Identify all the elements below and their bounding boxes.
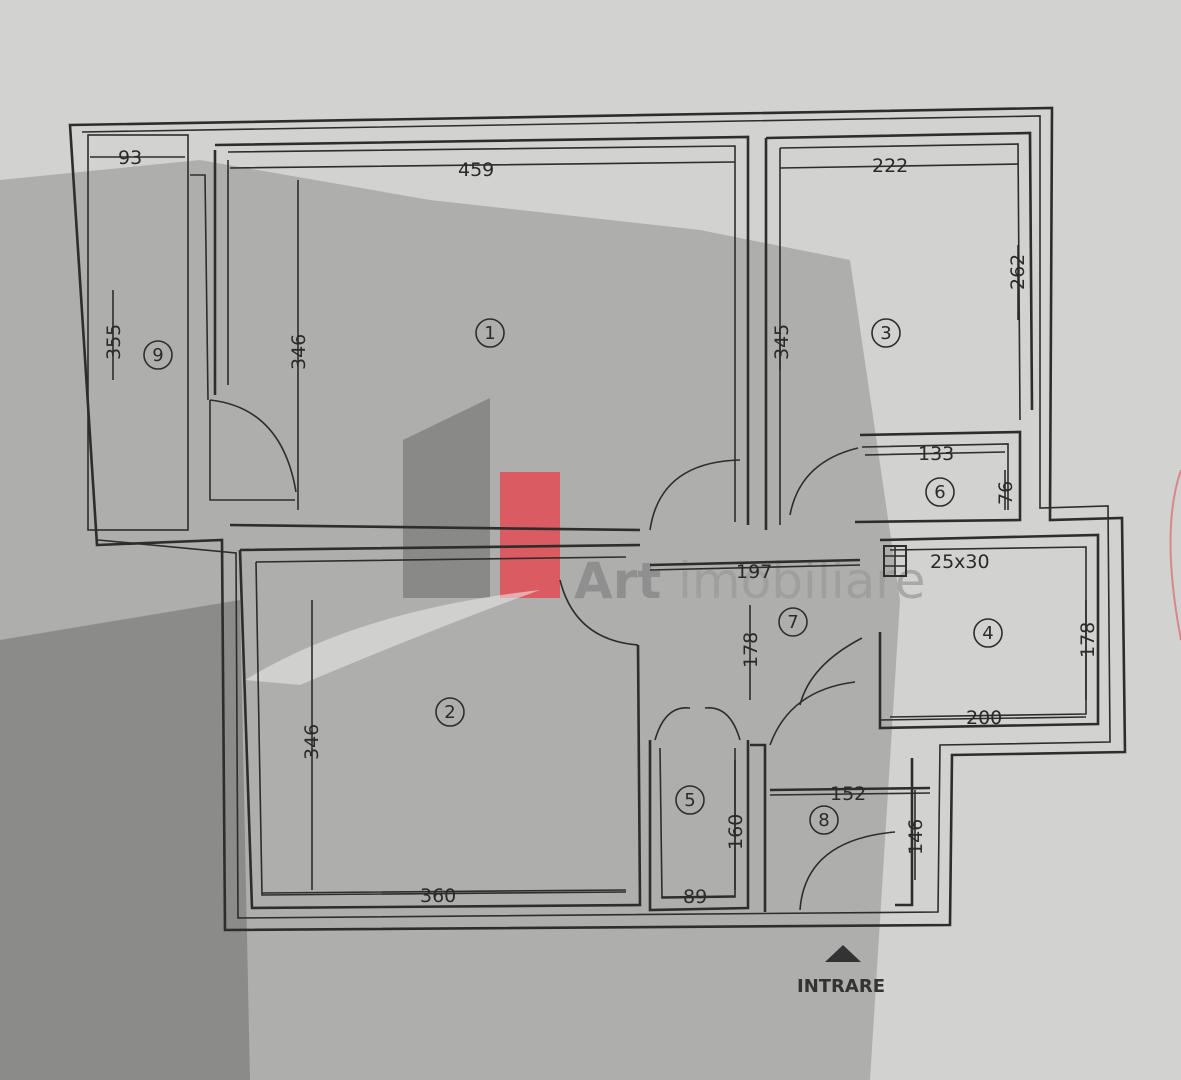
chimney-hatch bbox=[884, 546, 906, 576]
chimney-size-label: 25x30 bbox=[930, 551, 990, 573]
room-9-outline bbox=[87, 134, 189, 531]
room-marker-1: 1 bbox=[475, 318, 505, 348]
room-2-inner bbox=[255, 556, 627, 896]
dim-152: 152 bbox=[830, 783, 866, 805]
dim-133: 133 bbox=[918, 443, 954, 465]
door-room-7 bbox=[769, 681, 856, 746]
dim-89: 89 bbox=[683, 886, 707, 908]
room-marker-9: 9 bbox=[143, 340, 173, 370]
dim-160: 160 bbox=[725, 814, 747, 850]
room-4-walls bbox=[878, 533, 1100, 730]
svg-text:6: 6 bbox=[934, 482, 945, 503]
room-6-walls bbox=[854, 430, 1022, 524]
room-5-walls bbox=[648, 740, 750, 912]
dim-346-room-2: 346 bbox=[301, 724, 323, 760]
room-3-walls bbox=[764, 131, 1034, 530]
svg-text:5: 5 bbox=[684, 790, 695, 811]
svg-text:1: 1 bbox=[484, 323, 495, 344]
entrance-label: INTRARE bbox=[797, 976, 885, 997]
dim-262: 262 bbox=[1007, 254, 1029, 290]
door-room-1 bbox=[649, 459, 741, 531]
dim-360: 360 bbox=[420, 885, 456, 907]
svg-text:3: 3 bbox=[880, 323, 891, 344]
door-room-4 bbox=[799, 637, 863, 706]
dim-346-room-1: 346 bbox=[288, 334, 310, 370]
door-room-9 bbox=[209, 399, 297, 493]
stamp-fragment bbox=[1169, 469, 1181, 641]
dim-178-corridor: 178 bbox=[740, 632, 762, 668]
svg-text:2: 2 bbox=[444, 702, 455, 723]
room-8-walls bbox=[895, 758, 914, 907]
dim-345: 345 bbox=[771, 324, 793, 360]
room-marker-3: 3 bbox=[871, 318, 901, 348]
dim-355: 355 bbox=[103, 324, 125, 360]
dim-197: 197 bbox=[736, 561, 772, 583]
dim-146: 146 bbox=[905, 819, 927, 855]
room-2-walls bbox=[238, 543, 642, 910]
dim-222: 222 bbox=[872, 155, 908, 177]
watermark-brand: Art bbox=[574, 552, 661, 610]
room-marker-8: 8 bbox=[809, 805, 839, 835]
shadow-region-2 bbox=[0, 600, 250, 1080]
entrance-arrow-icon bbox=[825, 945, 861, 962]
inner-wall-line bbox=[81, 115, 1111, 919]
dim-93: 93 bbox=[118, 147, 142, 169]
door-entrance bbox=[799, 831, 896, 911]
room-marker-2: 2 bbox=[435, 697, 465, 727]
room-marker-5: 5 bbox=[675, 785, 705, 815]
svg-text:9: 9 bbox=[152, 345, 163, 366]
dim-459: 459 bbox=[458, 159, 494, 181]
room-1-inner bbox=[227, 145, 736, 522]
corridor-walls bbox=[649, 558, 931, 912]
door-room-2 bbox=[559, 579, 639, 646]
svg-text:4: 4 bbox=[982, 623, 993, 644]
svg-text:7: 7 bbox=[787, 612, 798, 633]
watermark-swoosh bbox=[245, 590, 540, 685]
outer-wall bbox=[68, 106, 1127, 932]
door-room-3 bbox=[789, 447, 859, 516]
room-marker-6: 6 bbox=[925, 477, 955, 507]
svg-text:8: 8 bbox=[818, 810, 829, 831]
watermark-logo-red bbox=[500, 472, 560, 598]
dim-76: 76 bbox=[995, 481, 1017, 505]
room-6-inner bbox=[861, 443, 1009, 510]
room-marker-4: 4 bbox=[973, 618, 1003, 648]
room-9-inner bbox=[190, 174, 295, 501]
dim-200: 200 bbox=[966, 707, 1002, 729]
dim-lines bbox=[90, 156, 1087, 898]
door-room-5 bbox=[654, 707, 741, 741]
room-marker-7: 7 bbox=[778, 607, 808, 637]
room-1-walls bbox=[213, 135, 750, 532]
dim-178-room-4: 178 bbox=[1077, 622, 1099, 658]
